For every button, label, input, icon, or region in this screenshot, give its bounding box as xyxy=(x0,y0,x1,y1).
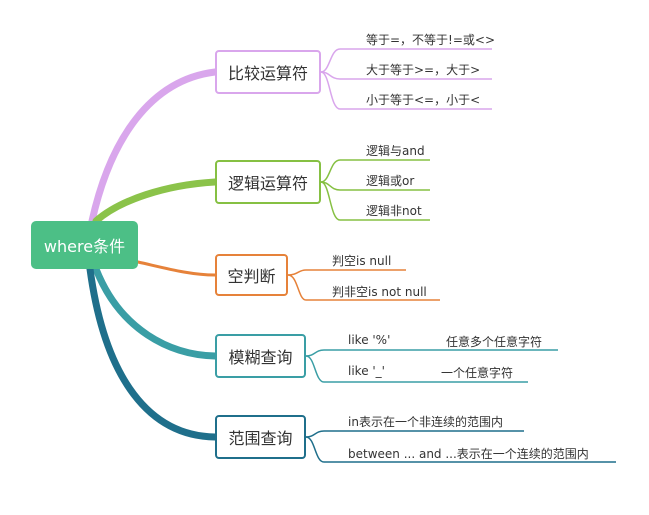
leaf-like-percent: like '%' xyxy=(348,333,391,347)
leaf-comparison-1: 等于=，不等于!=或<> xyxy=(366,33,496,47)
leaf-logical-and: 逻辑与and xyxy=(366,144,425,158)
leaf-comparison-3: 小于等于<=，小于< xyxy=(366,93,481,107)
branch-null-check: 空判断 xyxy=(215,254,288,296)
root-node: where条件 xyxy=(31,221,138,269)
trunk-2 xyxy=(92,178,219,225)
trunk-4 xyxy=(92,265,219,360)
trunk-1 xyxy=(88,68,219,225)
trunk-3 xyxy=(136,260,217,277)
branch-logical-operators: 逻辑运算符 xyxy=(215,160,321,204)
leaf-between-range: between ... and ...表示在一个连续的范围内 xyxy=(348,447,589,461)
leaf-logical-or: 逻辑或or xyxy=(366,174,415,188)
leaf-in-range: in表示在一个非连续的范围内 xyxy=(348,415,503,429)
trunk-5 xyxy=(86,265,219,441)
branch-fuzzy-query: 模糊查询 xyxy=(215,334,306,378)
leaf-logical-not: 逻辑非not xyxy=(366,204,422,218)
leaf-like-underscore: like '_' xyxy=(348,364,385,378)
leaf-is-null: 判空is null xyxy=(332,254,392,268)
leaf-is-not-null: 判非空is not null xyxy=(332,285,427,299)
leaf-like-underscore-note: 一个任意字符 xyxy=(441,366,514,380)
branch-comparison-operators: 比较运算符 xyxy=(215,50,321,94)
leaf-comparison-2: 大于等于>=，大于> xyxy=(366,63,481,77)
leaf-like-percent-note: 任意多个任意字符 xyxy=(446,335,543,349)
branch-range-query: 范围查询 xyxy=(215,415,306,459)
